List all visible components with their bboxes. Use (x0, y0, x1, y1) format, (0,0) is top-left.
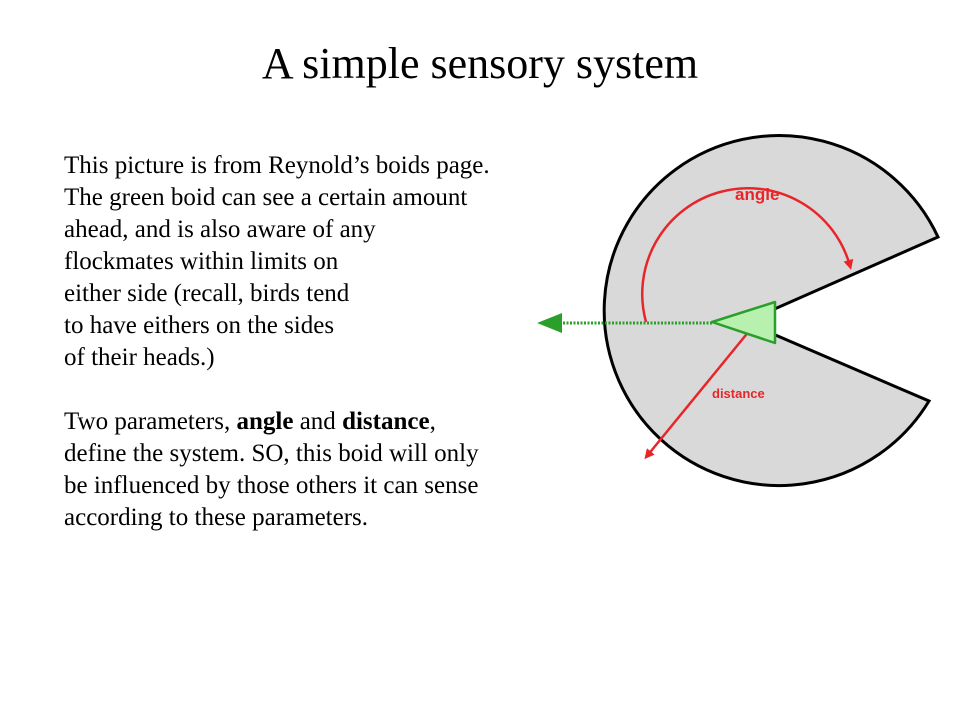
text-run: Two parameters, (64, 408, 237, 435)
paragraph1-line: The green boid can see a certain amount (64, 184, 468, 211)
slide-title: A simple sensory system (261, 39, 699, 88)
paragraph1-line: ahead, and is also aware of any (64, 216, 376, 243)
paragraph1-line: to have eithers on the sides (64, 312, 335, 339)
paragraph2-line: Two parameters, angle and distance, (64, 406, 624, 438)
angle-label: angle (735, 185, 779, 204)
text-run: and (293, 408, 343, 435)
paragraph1-line: either side (recall, birds tend (64, 280, 350, 307)
green-boid (710, 300, 777, 345)
paragraph2-line: according to these parameters. (64, 504, 369, 531)
paragraph2-line: define the system. SO, this boid will on… (64, 440, 479, 467)
distance-term: distance (342, 408, 430, 435)
paragraph2-line: be influenced by those others it can sen… (64, 472, 479, 499)
distance-arrow (644, 329, 751, 460)
boid-sensory-diagram: angle distance (537, 134, 941, 487)
angle-term: angle (236, 408, 294, 435)
paragraph1-line: of their heads.) (64, 344, 215, 371)
paragraph1-line: This picture is from Reynold’s boids pag… (64, 152, 490, 179)
heading-arrowhead (537, 313, 562, 333)
paragraph1-line: flockmates within limits on (64, 248, 339, 275)
description-text: This picture is from Reynold’s boids pag… (64, 150, 624, 534)
text-run: , (429, 408, 436, 435)
angle-arc-arrow (641, 186, 854, 323)
sensory-region (602, 134, 941, 487)
distance-label: distance (712, 386, 765, 401)
